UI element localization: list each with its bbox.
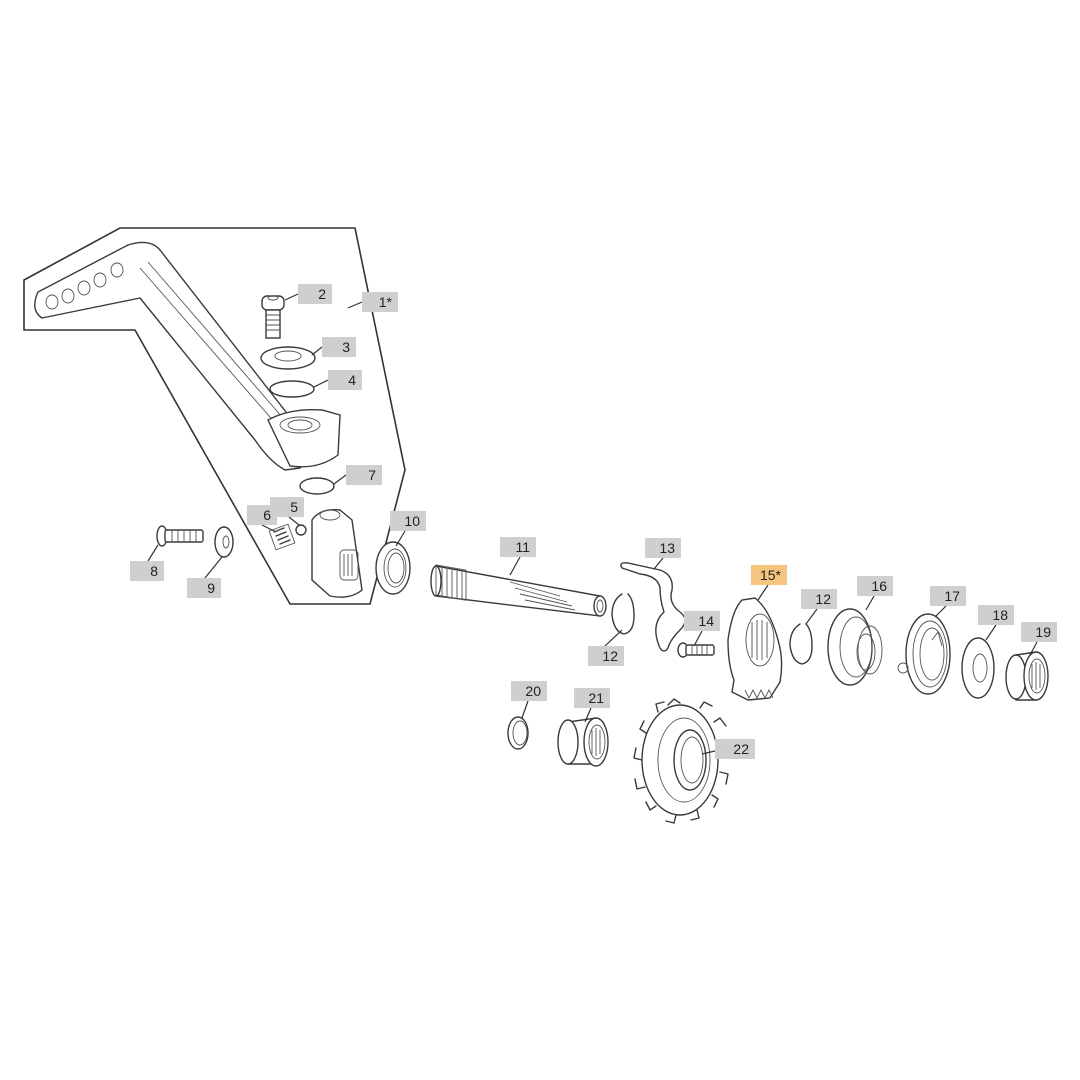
callout-part-1[interactable]: 1* [362,292,398,312]
callout-part-13[interactable]: 13 [645,538,681,558]
callout-part-2[interactable]: 2 [298,284,332,304]
callout-part-3[interactable]: 3 [322,337,356,357]
assembly-1-frame [23,227,406,605]
lever-boss [311,509,363,598]
part-17-torsion-spring [897,613,951,695]
part-12-circlip-left [611,593,635,635]
part-3-washer [260,346,316,370]
part-2-bolt [261,295,285,339]
callout-part-4[interactable]: 4 [328,370,362,390]
callout-part-6[interactable]: 6 [247,505,277,525]
callout-part-9[interactable]: 9 [187,578,221,598]
part-12-circlip-right [789,623,813,665]
callout-part-12a[interactable]: 12 [588,646,624,666]
part-6-spring [268,523,296,551]
callout-part-20[interactable]: 20 [511,681,547,701]
part-15-kick-gear-segment [727,597,783,701]
callout-part-14[interactable]: 14 [684,611,720,631]
part-5-ball [295,524,307,536]
callout-part-11[interactable]: 11 [500,537,536,557]
callout-part-7[interactable]: 7 [346,465,382,485]
leader-lines [147,293,1038,755]
part-10-seal [375,541,411,595]
part-22-gear [633,698,731,824]
callout-part-22[interactable]: 22 [715,739,755,759]
callout-part-17[interactable]: 17 [930,586,966,606]
callout-part-5[interactable]: 5 [270,497,304,517]
part-21-needle-bearing [557,717,609,767]
callout-part-8[interactable]: 8 [130,561,164,581]
part-19-needle-bearing [1005,651,1049,701]
callout-part-12b[interactable]: 12 [801,589,837,609]
part-9-washer [214,526,234,558]
callout-part-19[interactable]: 19 [1021,622,1057,642]
callout-part-10[interactable]: 10 [390,511,426,531]
part-14-bolt [677,642,715,658]
part-18-washer [961,637,995,699]
part-11-shaft [430,564,607,617]
callout-part-21[interactable]: 21 [574,688,610,708]
kick-lever [34,241,341,471]
part-4-o-ring [269,380,315,398]
part-7-o-ring [299,477,335,495]
callout-part-15-highlighted[interactable]: 15* [751,565,787,585]
part-8-bolt [156,525,204,547]
callout-part-18[interactable]: 18 [978,605,1014,625]
part-13-wire-spring [620,562,686,652]
part-20-circlip [507,716,529,750]
part-16-spring-guide [827,608,883,686]
callout-part-16[interactable]: 16 [857,576,893,596]
